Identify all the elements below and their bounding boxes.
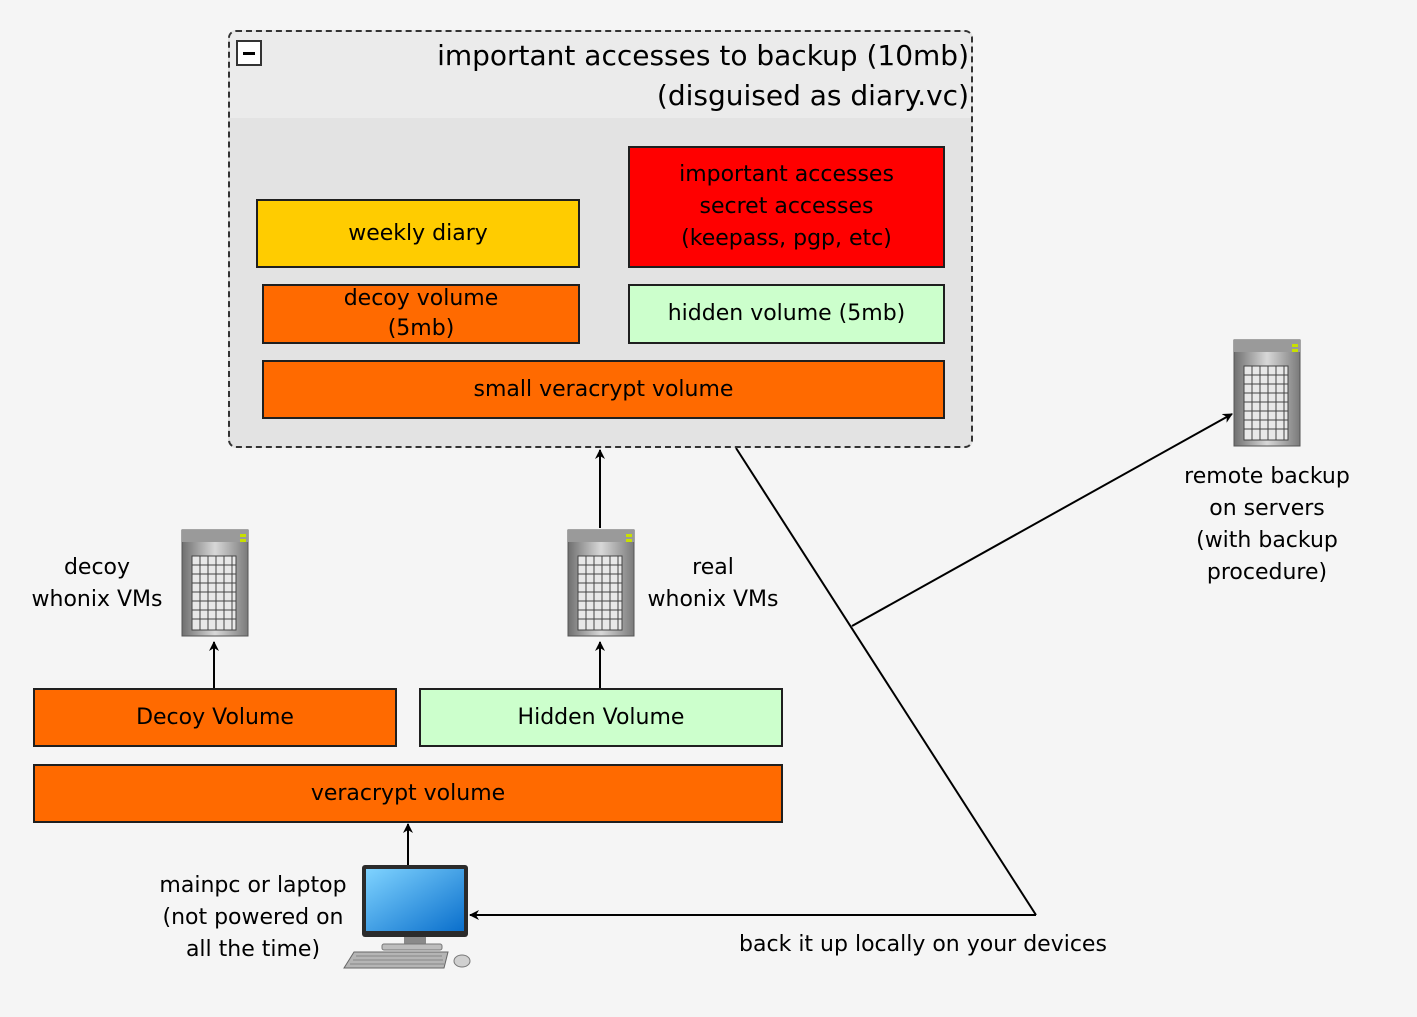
important-accesses-line3: (keepass, pgp, etc) [681,226,892,251]
decoy-vms-line2: whonix VMs [31,587,163,612]
small-veracrypt-volume-box: small veracrypt volume [262,360,945,419]
desktop-computer-icon [343,865,471,969]
decoy-volume-small-line1: decoy volume [343,286,499,311]
weekly-diary-box: weekly diary [256,199,580,268]
remote-backup-label: remote backup on servers (with backup pr… [1162,461,1372,589]
veracrypt-volume-box: veracrypt volume [33,764,783,823]
important-accesses-line2: secret accesses [699,194,874,219]
real-vms-line2: whonix VMs [647,587,779,612]
mainpc-line1: mainpc or laptop [159,873,347,898]
server-tower-icon [567,529,635,637]
mainpc-line3: all the time) [185,937,321,962]
collapse-icon[interactable] [236,40,262,66]
weekly-diary-label: weekly diary [348,220,488,246]
hidden-volume-box: Hidden Volume [419,688,783,747]
server-tower-icon [181,529,249,637]
small-veracrypt-volume-label: small veracrypt volume [473,376,734,402]
decoy-vms-line1: decoy [63,555,131,580]
local-backup-label: back it up locally on your devices [739,932,1107,957]
mainpc-line2: (not powered on [162,905,344,930]
decoy-volume-small-box: decoy volume (5mb) [262,284,580,344]
remote-backup-line1: remote backup [1184,464,1350,489]
real-vms-label: real whonix VMs [638,552,788,616]
real-vms-line1: real [692,555,734,580]
server-tower-icon [1233,339,1301,447]
group-title-line2: (disguised as diary.vc) [656,79,969,112]
remote-backup-line4: procedure) [1206,560,1328,585]
mainpc-label: mainpc or laptop (not powered on all the… [138,870,368,966]
line-group-to-local [735,447,1037,916]
group-title: important accesses to backup (10mb) (dis… [437,36,969,116]
hidden-volume-label: Hidden Volume [517,704,685,730]
group-title-line1: important accesses to backup (10mb) [437,39,969,72]
hidden-volume-small-box: hidden volume (5mb) [628,284,945,344]
decoy-volume-label: Decoy Volume [136,704,294,730]
hidden-volume-small-label: hidden volume (5mb) [667,301,906,326]
important-accesses-line1: important accesses [679,162,894,187]
important-accesses-box: important accesses secret accesses (keep… [628,146,945,268]
decoy-volume-small-line2: (5mb) [387,316,455,341]
decoy-vms-label: decoy whonix VMs [22,552,172,616]
remote-backup-line3: (with backup [1196,528,1338,553]
veracrypt-volume-label: veracrypt volume [310,780,506,806]
arrow-to-remote-servers [851,413,1233,627]
remote-backup-line2: on servers [1209,496,1325,521]
group-header [230,32,971,118]
decoy-volume-box: Decoy Volume [33,688,397,747]
